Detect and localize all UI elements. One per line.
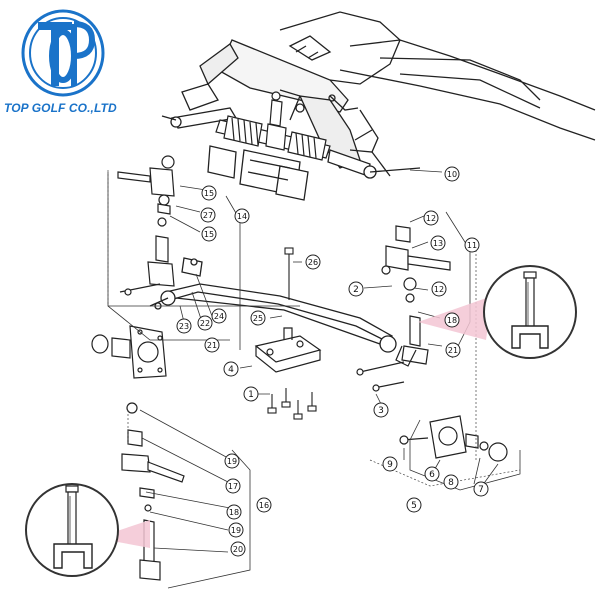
spring-plate [254,327,322,373]
callout-labels: 1234567891011121213141515161718181919202… [176,166,489,557]
callout-number: 27 [203,211,213,220]
callout-circle [444,312,460,328]
detail-inset-right [483,265,577,359]
callout-circle [225,478,241,494]
callout-circle [197,315,213,331]
callout-number: 15 [204,230,214,239]
callout-circle [430,235,446,251]
callout-number: 20 [233,545,243,554]
callout-circle [256,497,272,513]
callout-circle [230,541,246,557]
callout-number: 1 [248,390,254,400]
callout-circle [473,481,489,497]
callout-circle [373,402,389,418]
callout-circle [464,237,480,253]
callout-number: 19 [227,457,237,466]
steering-rack [215,91,331,161]
callout-circle [201,226,217,242]
detail-inset-left [25,483,119,577]
callout-number: 10 [447,170,457,179]
callout-number: 2 [353,285,359,295]
callout-number: 18 [447,316,457,325]
callout-number: 3 [378,406,384,416]
callout-circle [234,208,250,224]
callout-number: 26 [308,258,318,267]
callout-number: 24 [214,312,224,321]
leader-lines [107,169,521,589]
callout-circle [204,337,220,353]
callout-number: 11 [467,241,477,250]
callout-number: 19 [231,526,241,535]
callout-circle [243,386,259,402]
callout-circle [224,453,240,469]
leaf-spring-axle [149,257,397,353]
callout-circle [431,281,447,297]
callout-number: 6 [429,470,435,480]
callout-number: 21 [448,346,458,355]
callout-circle [176,318,192,334]
callout-number: 4 [228,365,234,375]
callout-number: 9 [387,460,393,470]
company-name: TOP GOLF CO.,LTD [4,101,117,115]
callout-number: 16 [259,501,269,510]
right-spindle-assembly [356,225,451,392]
callout-circle [226,504,242,520]
callout-number: 13 [433,239,443,248]
callout-circle [406,497,422,513]
callout-number: 14 [237,212,247,221]
callout-circle [444,166,460,182]
callout-number: 23 [179,322,189,331]
callout-number: 18 [229,508,239,517]
lower-spindle-assembly [121,402,185,581]
bolt-27 [284,247,294,300]
left-hub [91,325,167,379]
callout-number: 25 [253,314,263,323]
callout-circle [211,308,227,324]
callout-number: 22 [200,319,210,328]
callout-number: 21 [207,341,217,350]
callout-circle [223,361,239,377]
callout-circle [424,466,440,482]
callout-number: 17 [228,482,238,491]
callout-circle [445,342,461,358]
callout-number: 12 [426,214,436,223]
callout-number: 8 [448,478,454,488]
steering-mount [207,145,309,201]
callout-number: 12 [434,285,444,294]
callout-circle [423,210,439,226]
callout-circle [443,474,459,490]
callout-circle [305,254,321,270]
callout-number: 7 [478,485,484,495]
brand-logo [21,9,105,97]
upper-control-arm-right [327,149,421,179]
callout-circle [201,185,217,201]
callout-circle [348,281,364,297]
right-hub [399,415,508,462]
callout-circle [250,310,266,326]
left-spindle-assembly [117,155,175,296]
callout-circle [200,207,216,223]
frame-assembly [181,11,596,177]
callout-number: 5 [411,501,417,511]
callout-circle [382,456,398,472]
mounting-bolts [267,388,317,420]
callout-number: 15 [204,189,214,198]
callout-circle [228,522,244,538]
